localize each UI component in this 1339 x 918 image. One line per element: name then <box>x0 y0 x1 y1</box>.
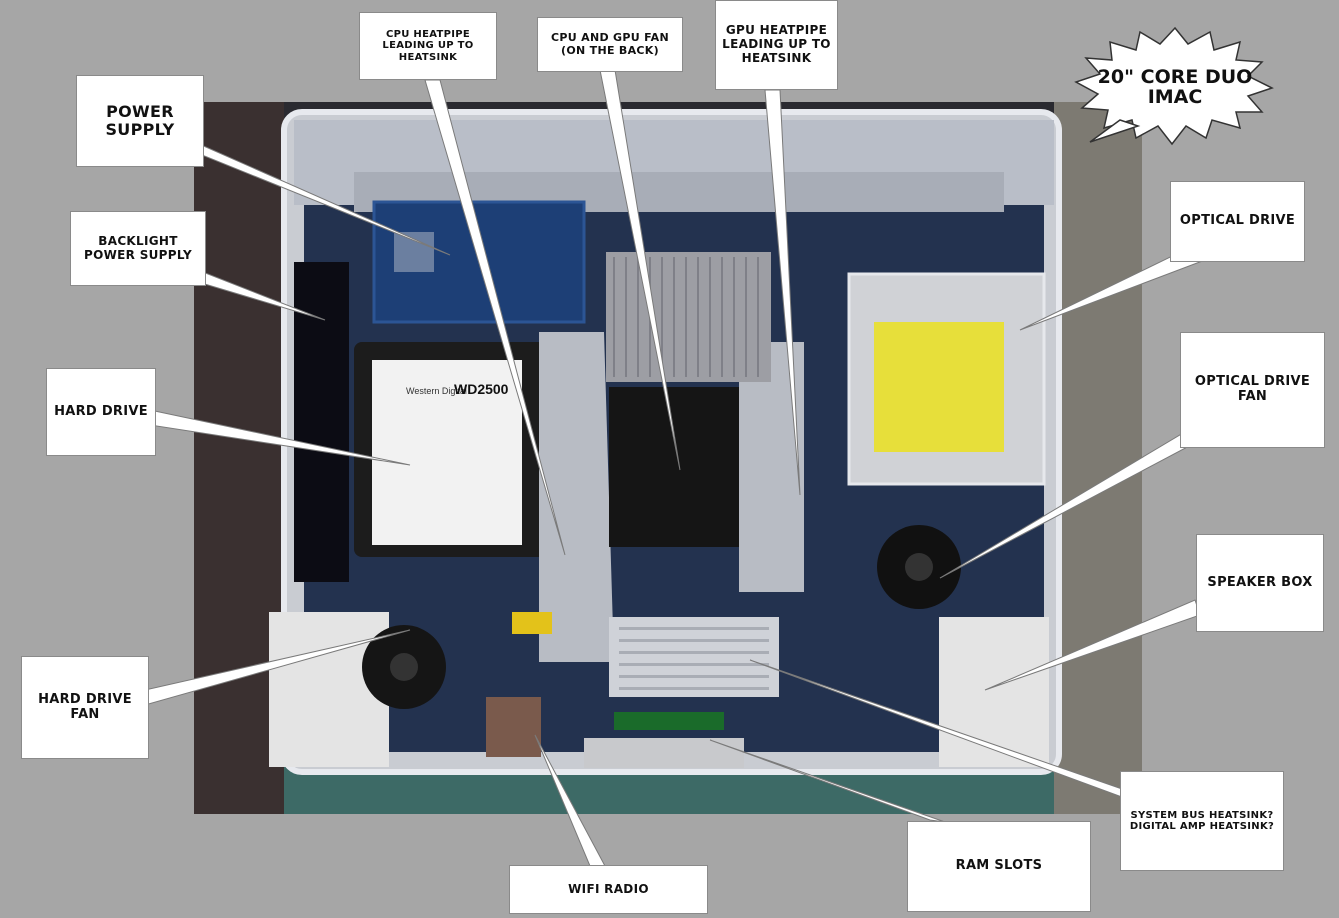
label-power-supply: Power Supply <box>76 75 204 167</box>
pointer-gpu-heatpipe <box>764 89 801 496</box>
pointer-backlight-power-supply <box>183 263 326 321</box>
label-system-bus-heatsink: System Bus Heatsink? Digital Amp Heatsin… <box>1120 771 1284 871</box>
pointer-optical-drive-fan <box>939 419 1211 579</box>
system-bus-heatsink <box>609 617 779 697</box>
label-ram-slots: RAM slots <box>907 821 1091 912</box>
pointer-power-supply <box>189 139 451 256</box>
label-wifi-radio: Wifi Radio <box>509 865 708 914</box>
wifi-radio-card <box>486 697 541 757</box>
pointer-cpu-heatpipe <box>424 79 566 556</box>
label-gpu-heatpipe: GPU heatpipe leading up to heatsink <box>715 0 838 90</box>
label-backlight-power-supply: Backlight Power Supply <box>70 211 206 286</box>
label-hard-drive-fan: Hard Drive Fan <box>21 656 149 759</box>
hdd-brand: Western Digital <box>406 386 467 396</box>
optical-drive-label <box>874 322 1004 452</box>
label-hard-drive: Hard Drive <box>46 368 156 456</box>
cpu-gpu-fan-cover <box>609 387 739 547</box>
heatsink <box>606 252 771 382</box>
diagram-title: 20" Core Duo iMac <box>1097 66 1253 108</box>
pointer-hard-drive <box>149 409 411 466</box>
label-optical-drive: Optical Drive <box>1170 181 1305 262</box>
hdd-model: WD2500 <box>454 381 509 397</box>
label-cpu-gpu-fan: CPU and GPU fan (on the back) <box>537 17 683 72</box>
hard-drive-label <box>372 360 522 545</box>
label-optical-drive-fan: Optical Drive Fan <box>1180 332 1325 448</box>
pointer-speaker-box <box>984 599 1201 691</box>
title-starburst <box>1074 26 1274 146</box>
pointer-hard-drive-fan <box>144 629 411 706</box>
left-bracket <box>539 332 614 662</box>
title-starburst-tail <box>1089 119 1141 143</box>
speaker-box <box>939 617 1049 767</box>
right-bracket <box>739 342 804 592</box>
pointer-wifi-radio <box>534 734 606 867</box>
label-cpu-heatpipe: CPU heatpipe leading up to heatsink <box>359 12 497 80</box>
pointer-system-bus-heatsink <box>749 659 1132 801</box>
backlight-psu <box>294 262 349 582</box>
pointer-ram-slots <box>709 739 946 823</box>
label-speaker-box: Speaker Box <box>1196 534 1324 632</box>
pointer-cpu-gpu-fan <box>599 69 681 471</box>
